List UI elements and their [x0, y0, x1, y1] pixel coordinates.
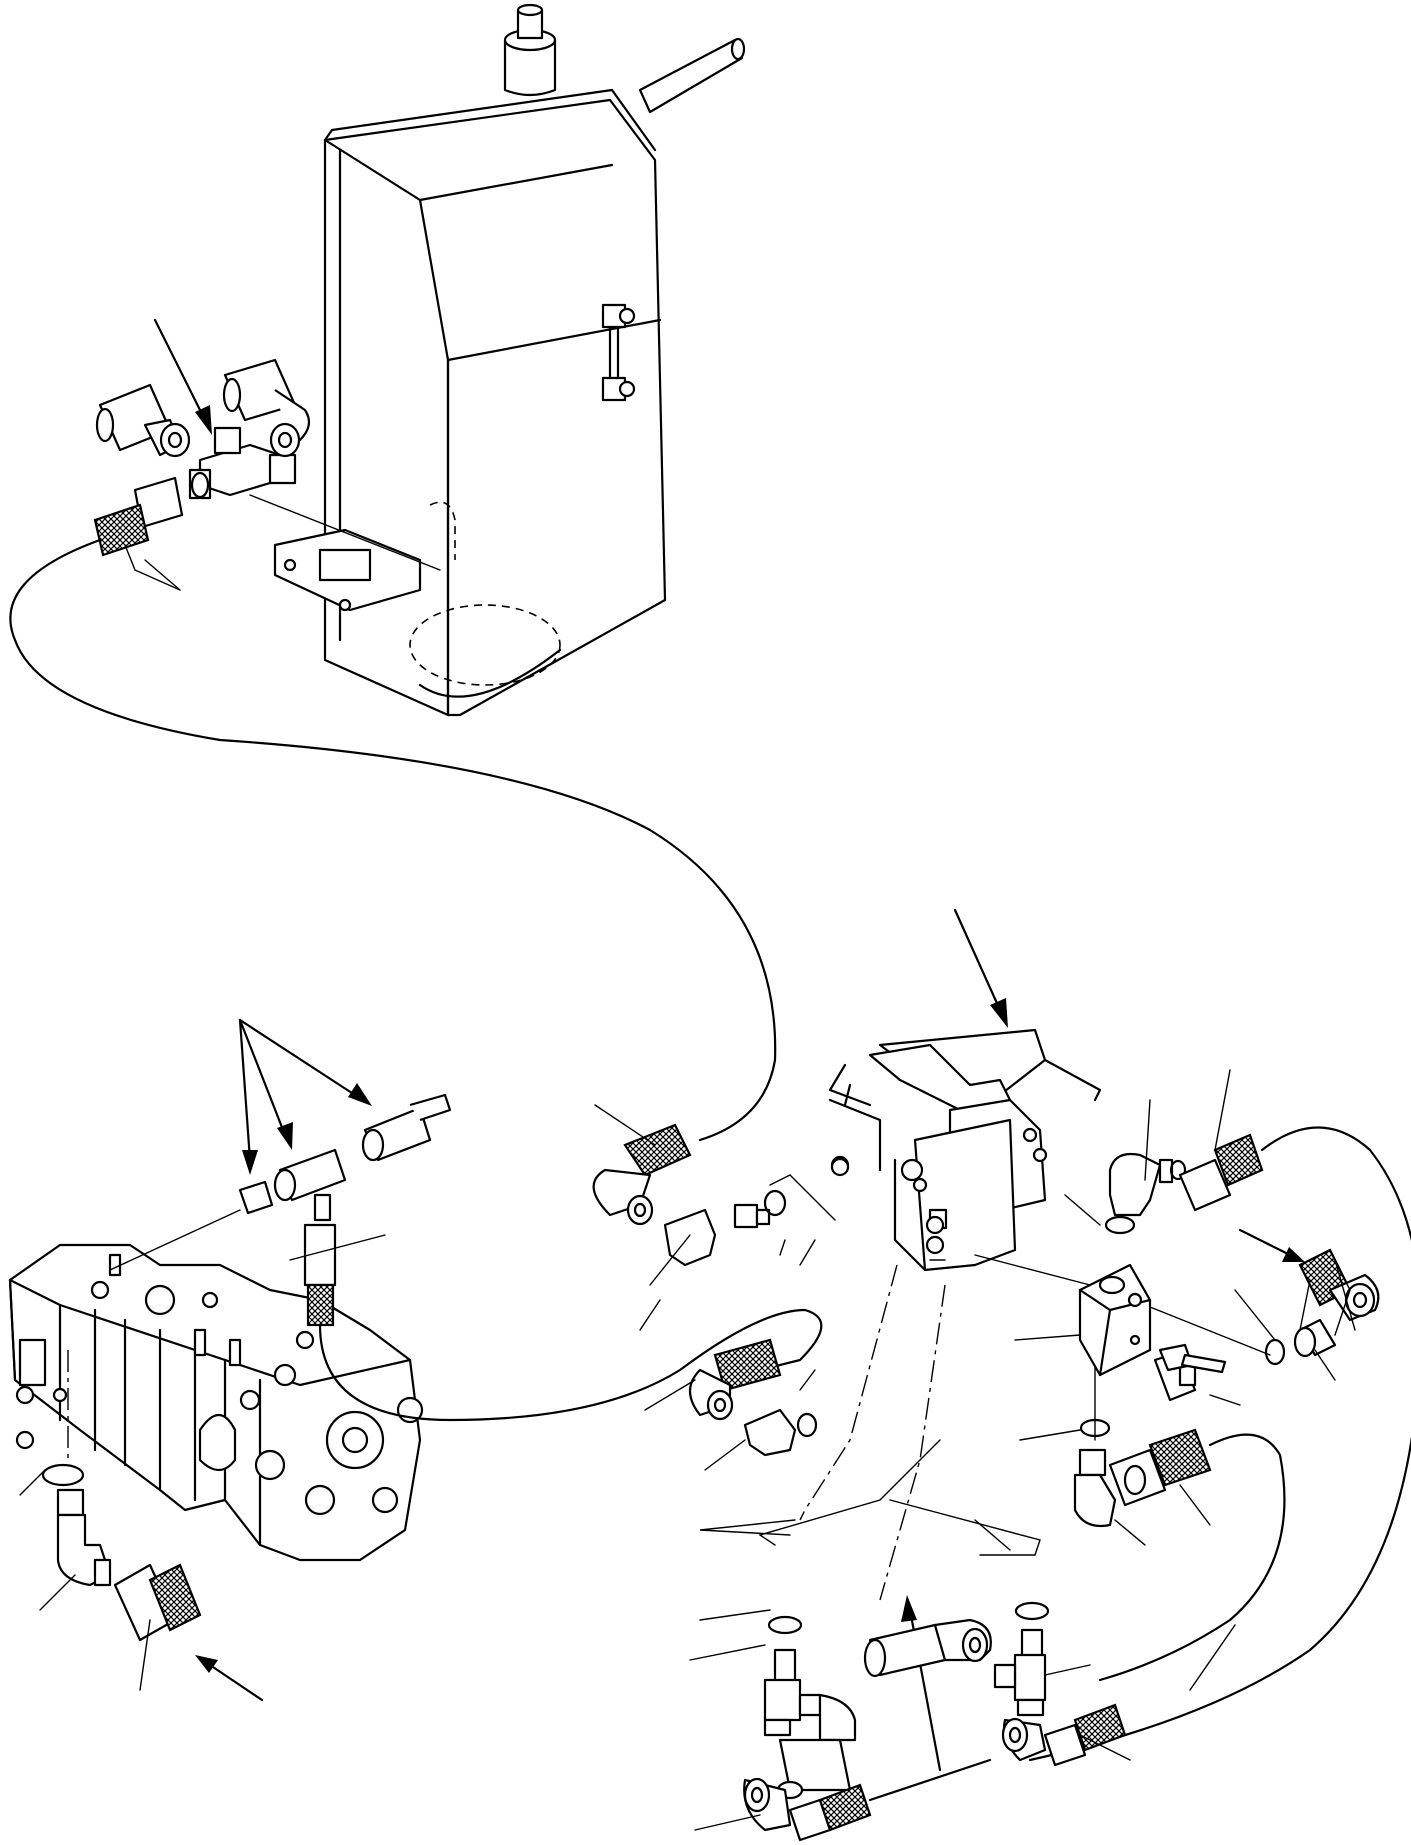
tee-fitting-lower-right	[993, 1601, 1127, 1767]
manifold-block	[1078, 1215, 1286, 1438]
elbow-fitting-lower-left	[41, 1350, 202, 1642]
hose-end-upper-right	[222, 358, 311, 458]
hose-end-lower-middle	[863, 1618, 992, 1678]
centerlines	[699, 1254, 1271, 1601]
tee-fitting-upper	[109, 1093, 452, 1271]
tee-fitting-lower-left	[743, 1615, 992, 1842]
hose-end-upper-left	[95, 383, 191, 458]
bolt	[1158, 1343, 1227, 1374]
elbow-fitting-manifold-bottom	[1073, 1428, 1286, 1682]
reference-arrows	[153, 318, 1305, 1772]
leader-lines	[19, 544, 1356, 1831]
o-ring-small	[830, 1157, 850, 1177]
elbow-fitting-pedal-lower	[688, 1338, 818, 1457]
elbow-fitting-manifold-top	[1028, 1126, 1411, 1762]
elbow-fitting-pedal-left	[592, 1123, 787, 1267]
hydraulic-tank	[273, 3, 746, 717]
cross-fitting	[188, 426, 297, 500]
hose-assembly-1	[9, 476, 777, 1142]
pedal-valve	[828, 1028, 1102, 1272]
